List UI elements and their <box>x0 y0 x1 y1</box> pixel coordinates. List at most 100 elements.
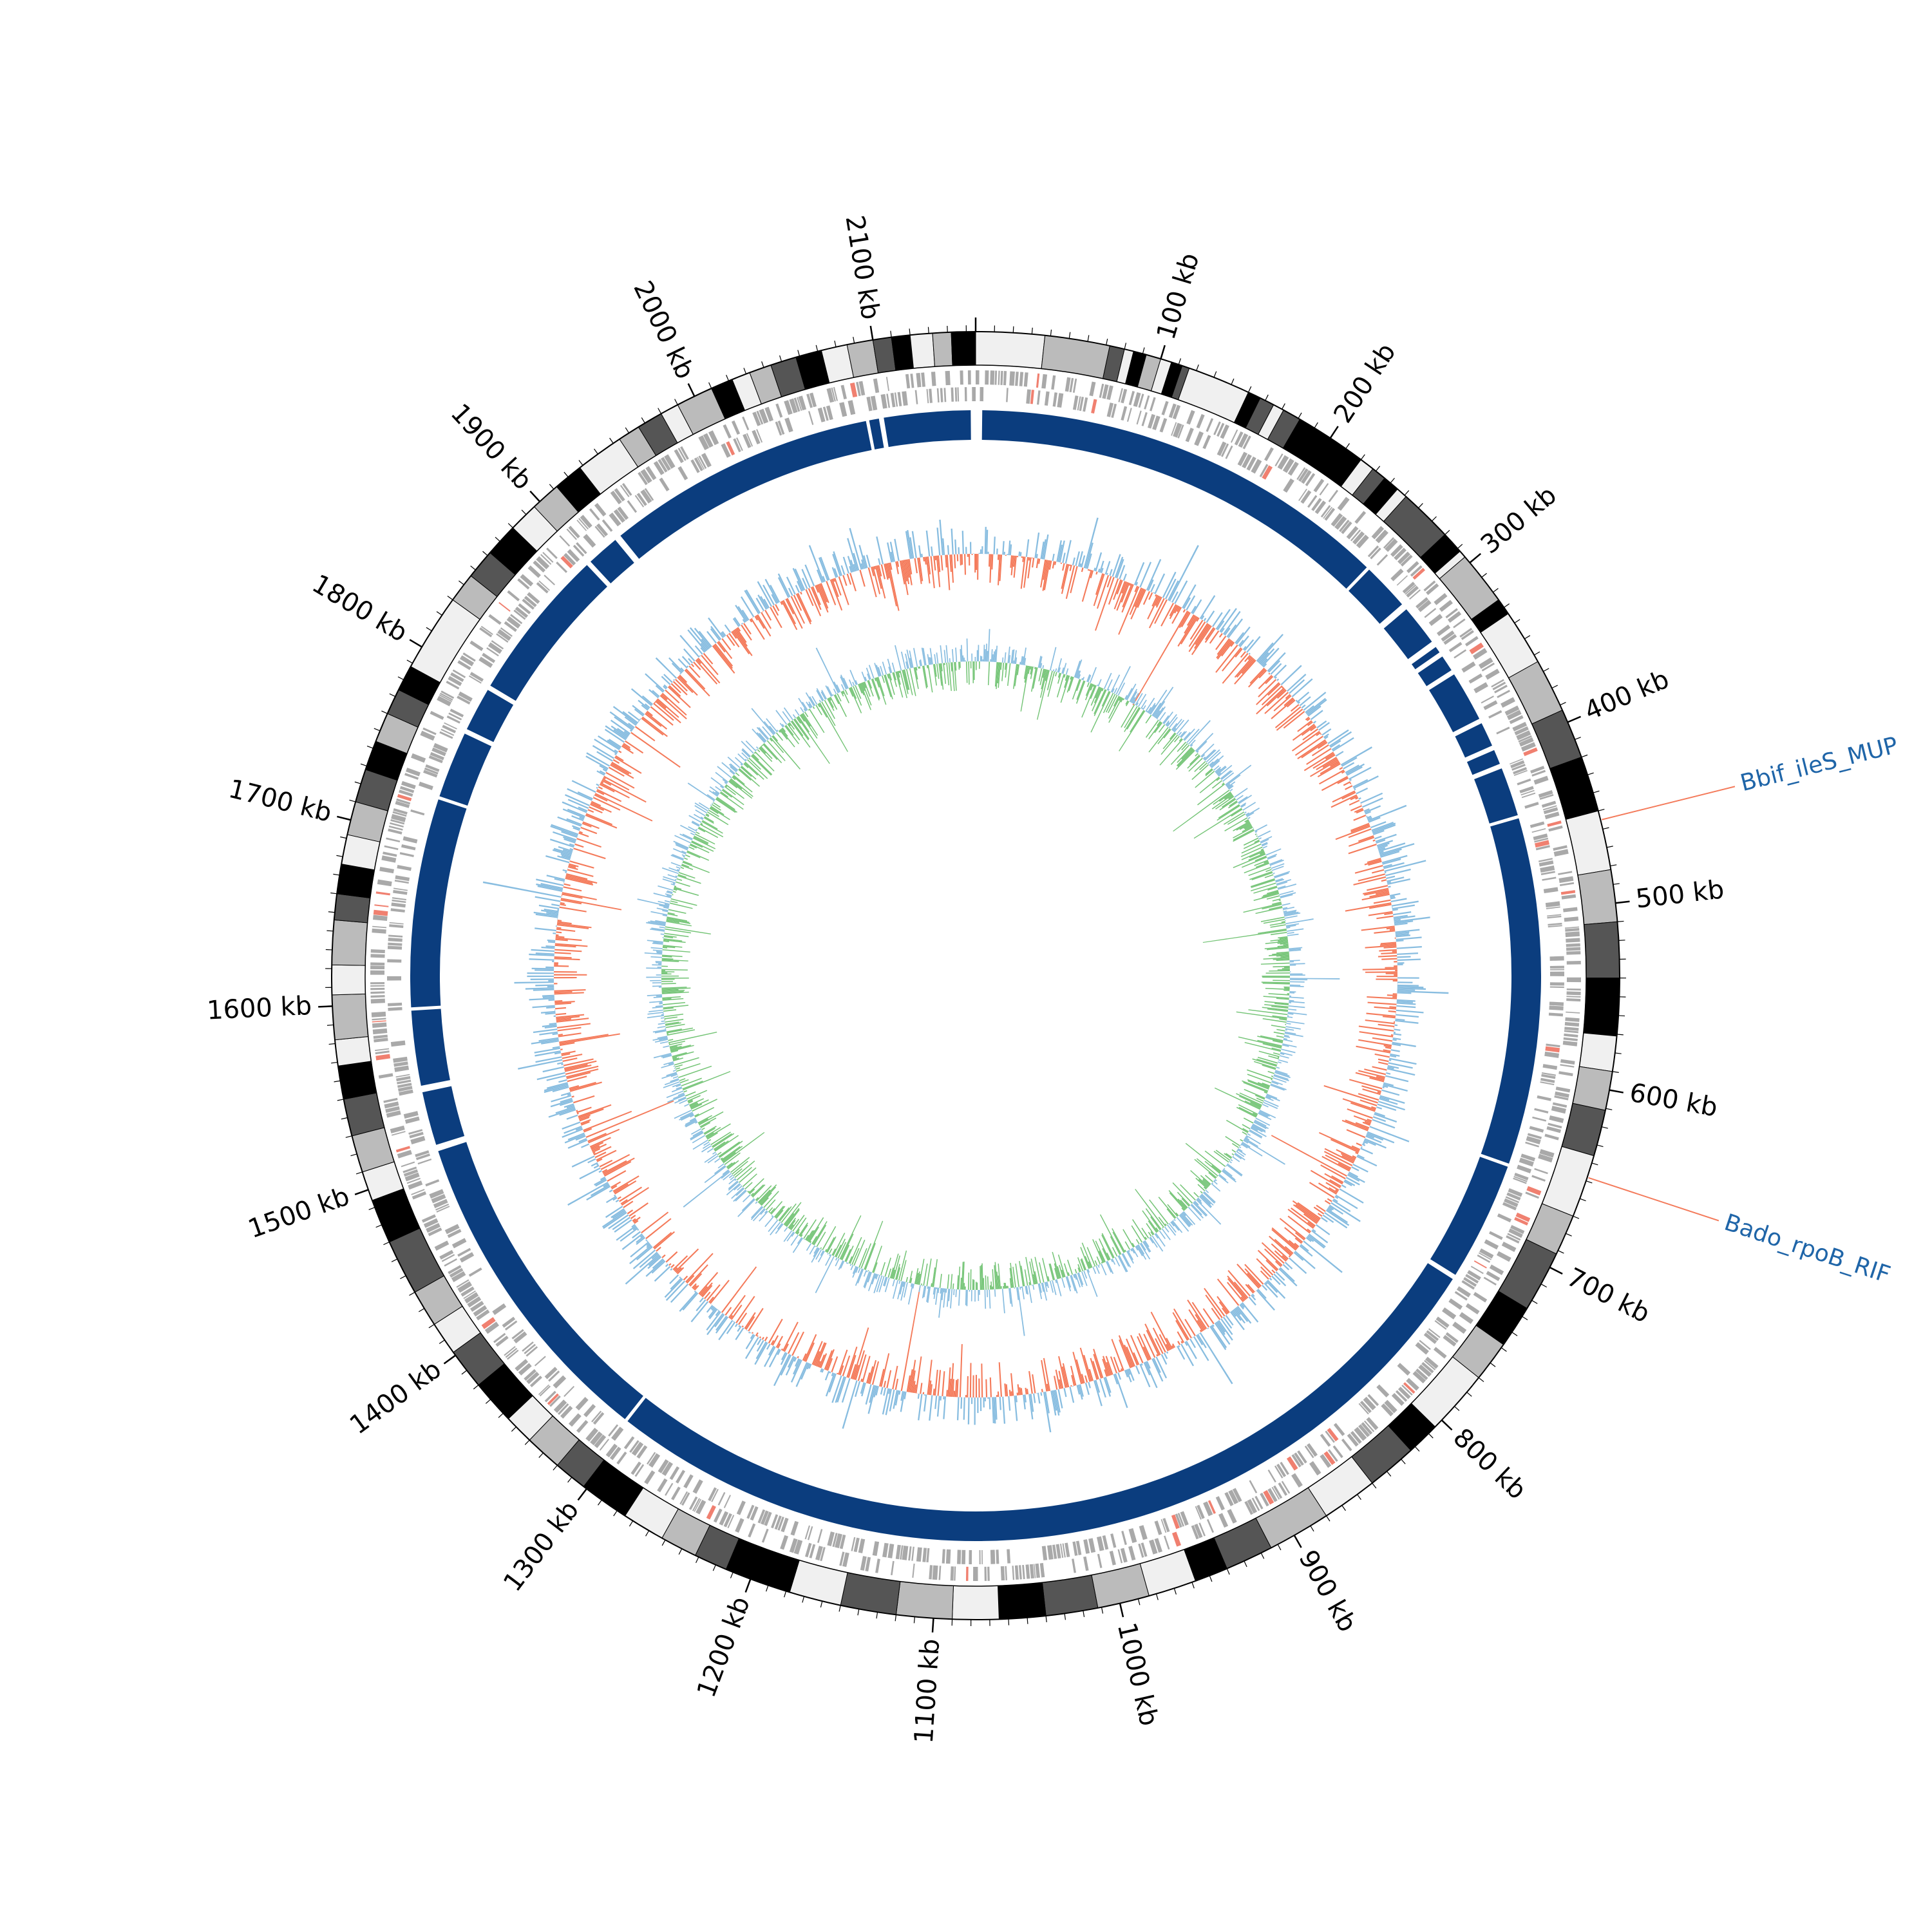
gc-content-bar <box>769 1211 771 1213</box>
gc-skew-bar <box>611 1185 618 1189</box>
gc-content-bar <box>652 942 663 945</box>
gene-feature <box>752 412 761 426</box>
gc-skew-bar <box>1010 555 1014 576</box>
gc-content-bar <box>646 967 662 969</box>
gc-content-bar <box>1181 1212 1193 1226</box>
gc-skew-bar <box>629 1245 652 1265</box>
gc-skew-bar <box>551 904 560 907</box>
gc-skew-bar <box>1340 1153 1356 1161</box>
gc-skew-bar <box>1113 581 1126 610</box>
gc-content-bar <box>1289 948 1301 951</box>
minor-tick <box>1314 422 1318 428</box>
gc-content-bar <box>790 1224 794 1230</box>
gc-skew-bar <box>1281 686 1284 689</box>
gc-skew-bar <box>824 1370 830 1381</box>
gc-skew-bar <box>1271 1243 1289 1260</box>
gene-feature <box>493 1332 506 1343</box>
gc-content-bar <box>674 835 691 844</box>
gc-content-bar <box>726 1182 741 1196</box>
gene-feature <box>594 526 605 538</box>
gc-content-bar <box>892 1280 898 1299</box>
gc-content-bar <box>1282 907 1288 909</box>
gene-feature <box>890 392 896 408</box>
gc-content-bar <box>680 867 685 869</box>
gc-skew-bar <box>703 652 714 665</box>
minor-tick <box>331 1061 338 1064</box>
gc-skew-bar <box>544 908 559 913</box>
gene-feature <box>1512 721 1528 732</box>
gc-skew-bar <box>556 931 562 934</box>
gc-skew-bar <box>838 1349 848 1375</box>
minor-tick <box>341 1117 348 1120</box>
gene-feature <box>1554 1095 1569 1101</box>
gc-skew-bar <box>1378 1061 1388 1065</box>
gene-feature <box>797 397 802 412</box>
gc-skew-bar <box>706 1311 721 1331</box>
gene-feature <box>372 1020 386 1023</box>
gc-content-bar <box>761 745 762 747</box>
gc-skew-bar <box>1264 1248 1283 1266</box>
gc-content-bar <box>1184 741 1186 742</box>
gc-content-bar <box>685 1120 697 1128</box>
gc-skew-bar <box>1099 1378 1106 1398</box>
gc-skew-bar <box>1113 579 1122 600</box>
gc-content-bar <box>954 661 957 671</box>
gene-feature <box>456 1279 469 1288</box>
gc-skew-bar <box>860 563 864 570</box>
gc-skew-bar <box>557 1062 564 1065</box>
gc-content-bar <box>663 1007 674 1010</box>
gene-feature <box>1504 705 1520 716</box>
banding-block <box>975 331 1046 370</box>
gc-content-bar <box>1112 1247 1118 1257</box>
gc-skew-bar <box>1387 878 1411 886</box>
gc-content-bar <box>918 1258 925 1285</box>
gc-skew-bar <box>925 530 931 557</box>
gc-content-bar <box>1150 1216 1161 1231</box>
gc-content-bar <box>1204 749 1215 761</box>
gc-content-bar <box>862 682 872 706</box>
gc-skew-bar <box>887 542 893 563</box>
gc-skew-bar <box>720 632 725 638</box>
gc-content-bar <box>689 1098 705 1106</box>
gene-feature <box>546 547 558 560</box>
gc-skew-bar <box>1363 1141 1368 1144</box>
gc-content-bar <box>690 1132 704 1141</box>
gc-content-bar <box>733 1168 743 1177</box>
gc-content-bar <box>1141 708 1144 710</box>
gene-feature <box>1237 451 1248 466</box>
gc-content-bar <box>683 1071 731 1091</box>
gc-skew-bar <box>853 1365 860 1380</box>
gene-feature <box>1543 807 1558 815</box>
gc-skew-bar <box>805 589 814 607</box>
gc-skew-bar <box>1305 716 1310 721</box>
gc-skew-bar <box>1397 977 1419 979</box>
gene-feature <box>940 388 943 402</box>
gene-feature <box>1415 1341 1429 1355</box>
gene-feature <box>1520 1153 1536 1162</box>
gc-content-bar <box>665 1022 681 1026</box>
gene-feature <box>1464 636 1479 647</box>
gc-skew-bar <box>562 849 573 853</box>
major-tick <box>1293 1535 1302 1548</box>
banding-block <box>331 964 366 996</box>
gc-content-bar <box>1260 962 1290 965</box>
gene-feature <box>1323 1451 1336 1465</box>
gc-content-bar <box>1260 838 1269 844</box>
gc-skew-bar <box>1153 592 1155 594</box>
gc-skew-bar <box>959 1344 963 1397</box>
gene-feature <box>1298 488 1307 502</box>
gc-content-bar <box>663 945 676 949</box>
minor-tick <box>1106 338 1108 345</box>
gc-skew-bar <box>820 583 829 603</box>
gene-feature <box>1069 377 1074 393</box>
gene-feature <box>553 1399 567 1414</box>
gc-content-bar <box>728 781 738 788</box>
gc-content-bar <box>914 1268 919 1284</box>
gc-skew-bar <box>1042 560 1049 591</box>
minor-tick <box>1551 685 1558 689</box>
gc-content-bar <box>1257 1036 1283 1043</box>
gene-feature <box>1566 977 1581 983</box>
gc-content-bar <box>1241 843 1262 854</box>
gc-skew-bar <box>1094 1380 1103 1406</box>
gc-content-bar <box>918 667 920 669</box>
